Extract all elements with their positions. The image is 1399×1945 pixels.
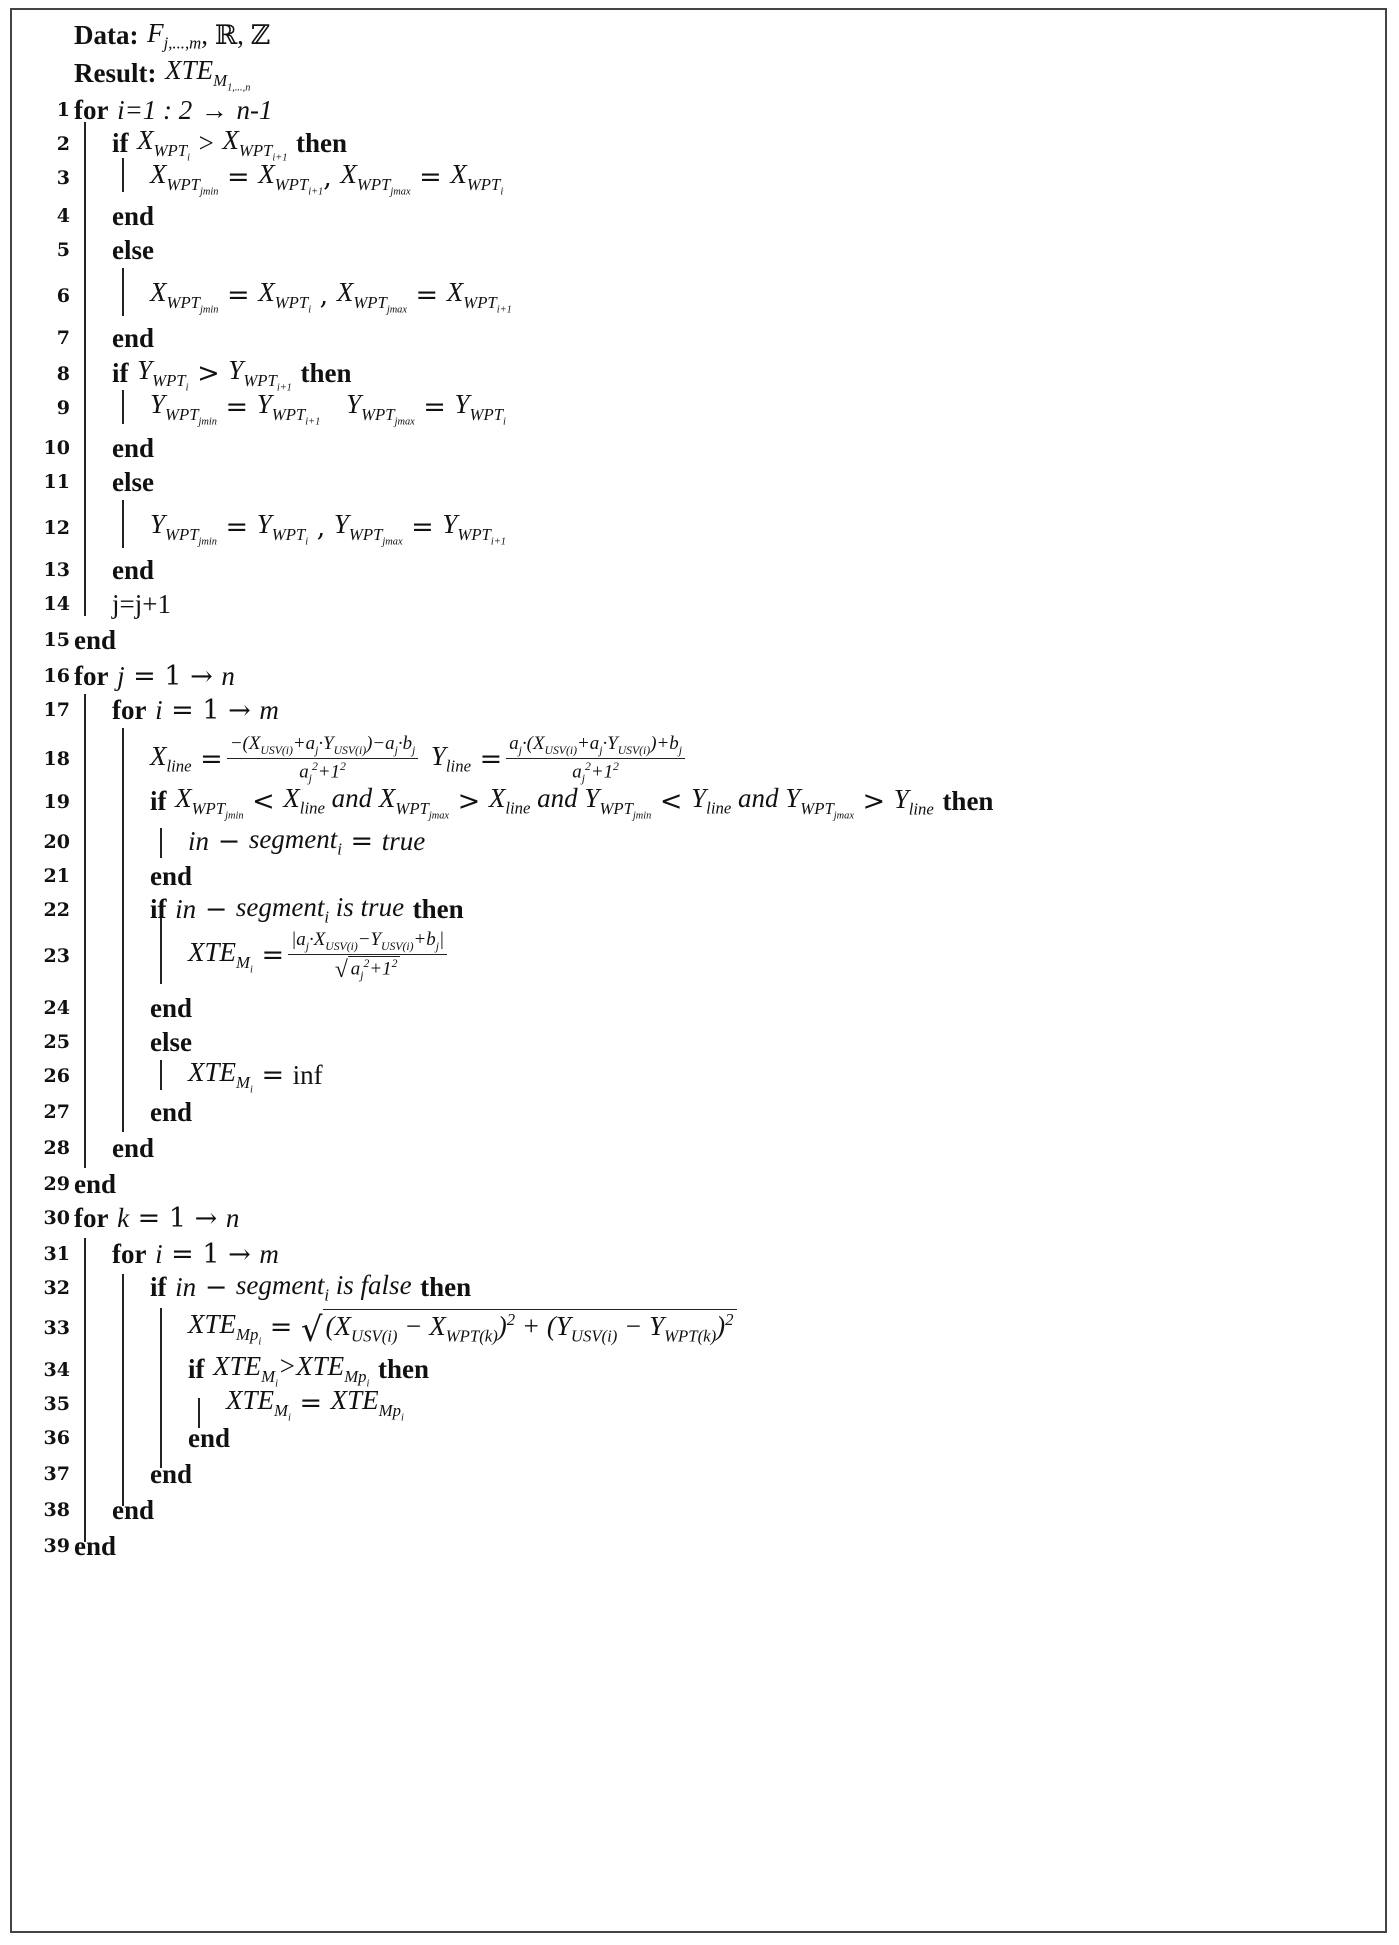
block-bar xyxy=(122,390,124,424)
line-number: 22 xyxy=(43,899,70,921)
block-bar xyxy=(160,1060,162,1090)
line-number: 20 xyxy=(43,831,70,853)
line-number: 24 xyxy=(43,997,70,1019)
block-bar xyxy=(122,728,124,1132)
line-number: 33 xyxy=(43,1317,70,1339)
line-number: 31 xyxy=(43,1243,70,1265)
line-number: 18 xyxy=(43,748,70,770)
line-number: 37 xyxy=(43,1463,70,1485)
line-number: 9 xyxy=(56,397,70,419)
line-number: 15 xyxy=(43,629,70,651)
line-number: 26 xyxy=(43,1065,70,1087)
block-bar xyxy=(84,122,86,616)
line-number: 17 xyxy=(43,699,70,721)
line-number: 3 xyxy=(56,167,70,189)
line-number: 14 xyxy=(43,593,70,615)
line-number: 39 xyxy=(43,1535,70,1557)
result-label: Result: xyxy=(74,58,157,89)
line-number: 32 xyxy=(43,1277,70,1299)
line-number: 16 xyxy=(43,665,70,687)
line-number: 30 xyxy=(43,1207,70,1229)
line-number: 36 xyxy=(43,1427,70,1449)
line-number: 13 xyxy=(43,559,70,581)
data-label: Data: xyxy=(74,20,139,51)
line-number: 2 xyxy=(56,133,70,155)
line-number: 27 xyxy=(43,1101,70,1123)
line-number: 12 xyxy=(43,517,70,539)
line-number: 11 xyxy=(43,471,70,493)
block-bar xyxy=(198,1398,200,1428)
line-number: 29 xyxy=(43,1173,70,1195)
line-number: 1 xyxy=(56,99,70,121)
line-number: 23 xyxy=(43,945,70,967)
line-number: 35 xyxy=(43,1393,70,1415)
block-bar xyxy=(122,1274,124,1506)
line-number: 21 xyxy=(43,865,70,887)
line-number: 34 xyxy=(43,1359,70,1381)
line-number: 7 xyxy=(56,327,70,349)
line-number: 10 xyxy=(43,437,70,459)
line-number: 6 xyxy=(56,285,70,307)
block-bar xyxy=(122,500,124,548)
block-bar xyxy=(160,916,162,984)
block-bar xyxy=(160,828,162,858)
block-bar xyxy=(84,1238,86,1542)
data-value: Fj,...,m xyxy=(147,18,202,53)
line-number: 4 xyxy=(56,205,70,227)
result-value: XTEM1,...,n xyxy=(165,55,251,93)
line-number: 28 xyxy=(43,1137,70,1159)
line-number: 5 xyxy=(56,239,70,261)
block-bar xyxy=(122,158,124,192)
line-number: 25 xyxy=(43,1031,70,1053)
line-number: 8 xyxy=(56,363,70,385)
algorithm-box: Data: Fj,...,m, ℝ, ℤ Result: XTEM1,...,n… xyxy=(10,8,1387,1933)
block-bar xyxy=(122,268,124,316)
line-number: 19 xyxy=(43,791,70,813)
block-bar xyxy=(160,1308,162,1468)
block-bar xyxy=(84,694,86,1168)
line-number: 38 xyxy=(43,1499,70,1521)
